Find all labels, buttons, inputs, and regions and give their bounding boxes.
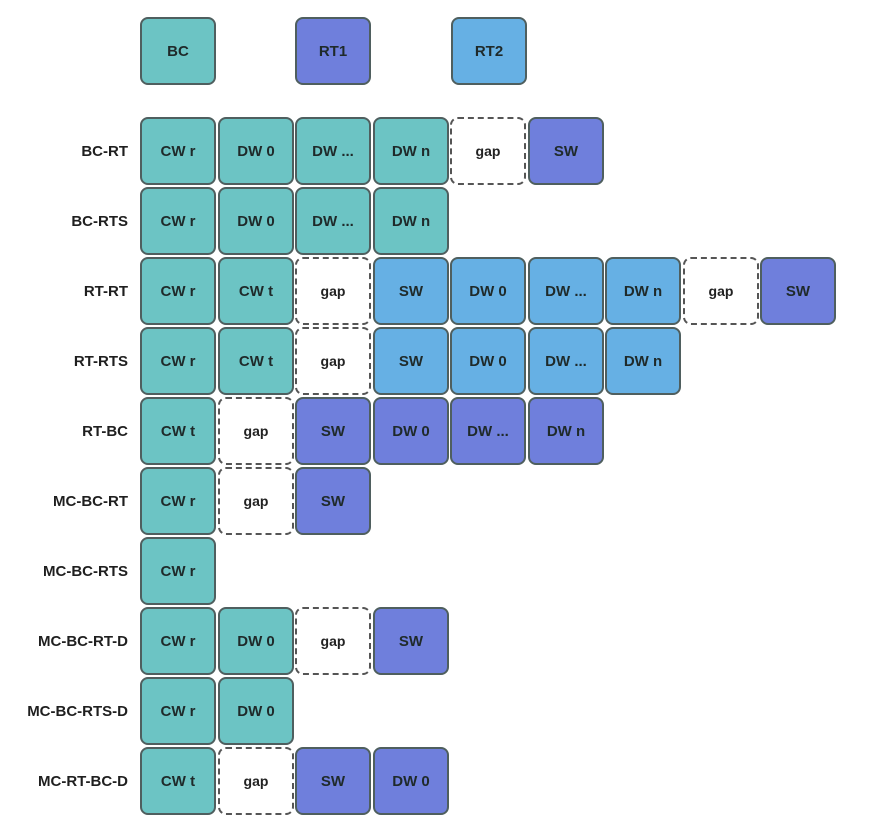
word-cell-cw-t: CW t [140, 397, 216, 465]
word-cell-dw-0: DW 0 [373, 747, 449, 815]
word-cell-dw-0: DW 0 [450, 327, 526, 395]
row-label-mc-bc-rts: MC-BC-RTS [43, 562, 128, 580]
word-cell-dw-n: DW n [605, 257, 681, 325]
row-label-mc-bc-rts-d: MC-BC-RTS-D [27, 702, 128, 720]
word-cell-dw: DW ... [295, 187, 371, 255]
word-cell-dw: DW ... [528, 327, 604, 395]
word-cell-gap: gap [218, 467, 294, 535]
word-cell-gap: gap [450, 117, 526, 185]
word-cell-cw-t: CW t [140, 747, 216, 815]
word-cell-cw-r: CW r [140, 677, 216, 745]
word-cell-gap: gap [295, 257, 371, 325]
word-cell-gap: gap [295, 607, 371, 675]
word-cell-dw-0: DW 0 [218, 677, 294, 745]
word-cell-cw-r: CW r [140, 327, 216, 395]
row-label-rt-rt: RT-RT [83, 282, 128, 300]
word-cell-dw-n: DW n [528, 397, 604, 465]
word-cell-sw: SW [295, 397, 371, 465]
word-cell-gap: gap [295, 327, 371, 395]
row-label-rt-rts: RT-RTS [73, 352, 128, 370]
legend-rt1: RT1 [295, 17, 371, 85]
row-label-bc-rts: BC-RTS [71, 212, 128, 230]
word-cell-sw: SW [295, 467, 371, 535]
word-cell-dw-0: DW 0 [218, 117, 294, 185]
word-cell-cw-t: CW t [218, 257, 294, 325]
word-cell-dw: DW ... [450, 397, 526, 465]
word-cell-cw-r: CW r [140, 257, 216, 325]
word-cell-dw-0: DW 0 [373, 397, 449, 465]
word-cell-gap: gap [683, 257, 759, 325]
word-cell-gap: gap [218, 747, 294, 815]
row-label-mc-rt-bc-d: MC-RT-BC-D [38, 772, 128, 790]
word-cell-sw: SW [373, 327, 449, 395]
word-cell-dw-n: DW n [373, 187, 449, 255]
word-cell-gap: gap [218, 397, 294, 465]
word-cell-sw: SW [295, 747, 371, 815]
row-label-rt-bc: RT-BC [82, 422, 128, 440]
word-cell-sw: SW [373, 607, 449, 675]
word-cell-cw-r: CW r [140, 187, 216, 255]
word-cell-cw-t: CW t [218, 327, 294, 395]
word-cell-sw: SW [528, 117, 604, 185]
word-cell-cw-r: CW r [140, 117, 216, 185]
word-cell-dw-n: DW n [373, 117, 449, 185]
row-label-mc-bc-rt: MC-BC-RT [53, 492, 128, 510]
word-cell-dw-0: DW 0 [218, 187, 294, 255]
word-cell-sw: SW [373, 257, 449, 325]
row-label-mc-bc-rt-d: MC-BC-RT-D [38, 632, 128, 650]
word-cell-dw-0: DW 0 [450, 257, 526, 325]
word-cell-cw-r: CW r [140, 537, 216, 605]
legend-rt2: RT2 [451, 17, 527, 85]
row-label-bc-rt: BC-RT [81, 142, 128, 160]
legend-bc: BC [140, 17, 216, 85]
word-cell-dw-0: DW 0 [218, 607, 294, 675]
word-cell-dw: DW ... [295, 117, 371, 185]
word-cell-sw: SW [760, 257, 836, 325]
word-cell-cw-r: CW r [140, 607, 216, 675]
word-cell-dw-n: DW n [605, 327, 681, 395]
word-cell-dw: DW ... [528, 257, 604, 325]
word-cell-cw-r: CW r [140, 467, 216, 535]
